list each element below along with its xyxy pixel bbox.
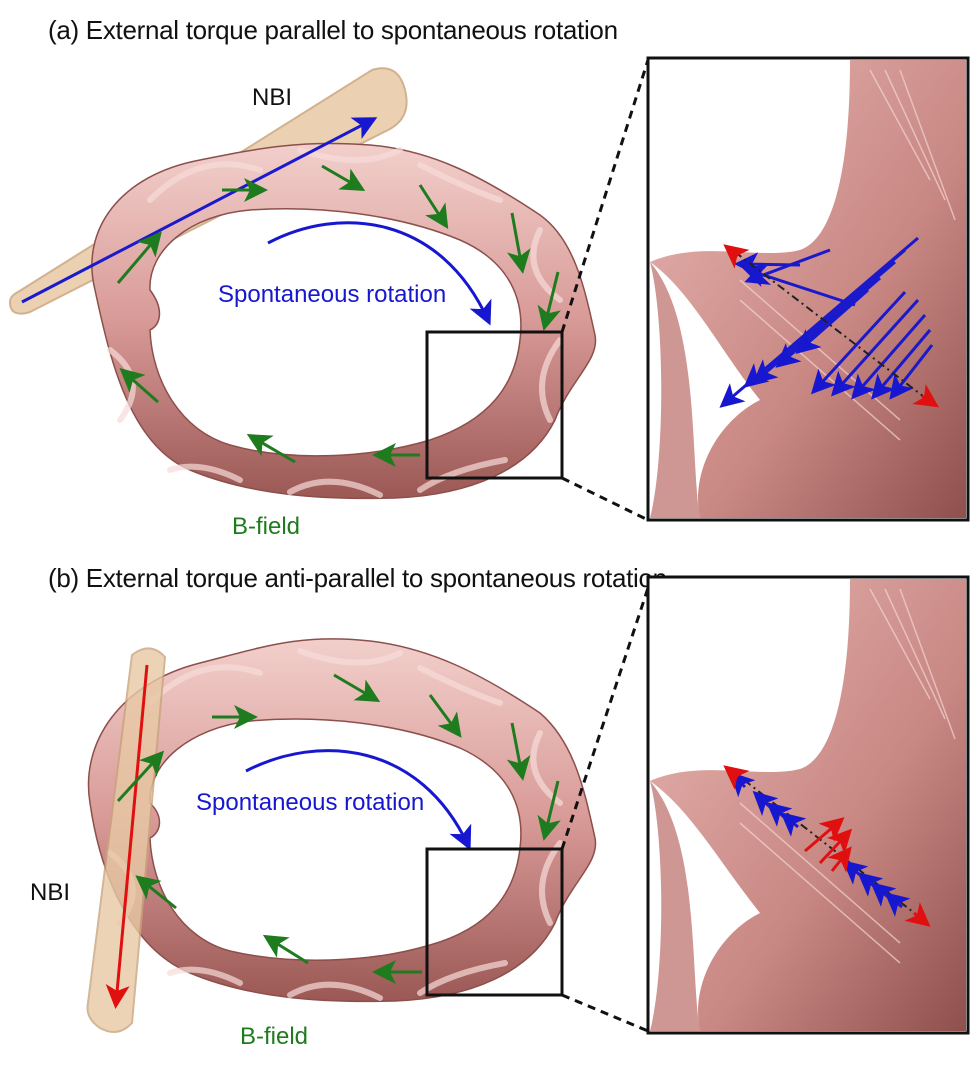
panel-b: (b) External torque anti-parallel to spo… (0, 533, 971, 1066)
zoom-inset (648, 58, 968, 520)
zoom-inset (648, 577, 968, 1033)
panel-a-rotation-label: Spontaneous rotation (218, 281, 446, 309)
stellarator-plasma-ring (88, 639, 595, 1002)
panel-b-bfield-label: B-field (240, 1023, 308, 1051)
panel-b-rotation-label: Spontaneous rotation (196, 789, 424, 817)
panel-a-figure (0, 0, 971, 533)
stellarator-plasma-ring (92, 143, 596, 498)
panel-a: (a) External torque parallel to spontane… (0, 0, 971, 533)
nbi-arrow (22, 120, 372, 302)
panel-a-nbi-label: NBI (252, 84, 292, 112)
panel-b-figure (0, 533, 971, 1066)
panel-b-nbi-label: NBI (30, 879, 70, 907)
